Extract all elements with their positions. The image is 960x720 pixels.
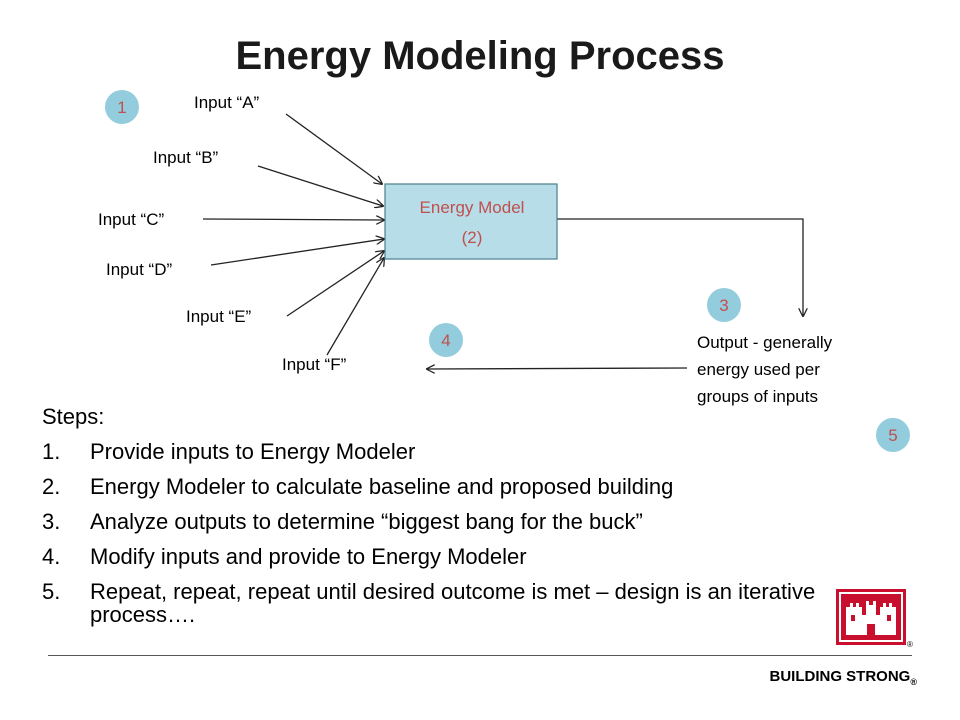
arrow-output	[557, 218, 803, 316]
arrow-input-b	[257, 165, 383, 206]
list-item: 4. Modify inputs and provide to Energy Mo…	[42, 545, 822, 568]
input-label-f: Input “F”	[282, 355, 347, 374]
footer-registered-mark: ®	[910, 677, 917, 687]
step-text: Repeat, repeat, repeat until desired out…	[90, 579, 816, 627]
arrow-input-e	[286, 251, 384, 317]
step-badge-4	[429, 323, 463, 357]
step-badge-1-label: 1	[117, 98, 126, 117]
footer-brand-text: BUILDING STRONG	[769, 668, 911, 685]
output-text-line-2: energy used per	[697, 360, 820, 379]
steps-list: 1. Provide inputs to Energy Modeler 2. Ene…	[42, 440, 822, 638]
step-badge-3	[707, 288, 741, 322]
output-text-line-1: Output - generally	[697, 333, 833, 352]
step-badge-3-label: 3	[719, 296, 728, 315]
step-number: 4.	[42, 544, 61, 569]
energy-model-box	[384, 183, 558, 260]
castle-icon: ®	[836, 589, 913, 649]
step-text: Modify inputs and provide to Energy Mode…	[90, 544, 527, 569]
arrow-input-d	[210, 239, 384, 266]
step-text: Provide inputs to Energy Modeler	[90, 439, 416, 464]
page-title: Energy Modeling Process	[235, 34, 725, 78]
step-badge-5-circle	[876, 418, 910, 452]
input-label-a: Input “A”	[194, 93, 260, 112]
step-text: Energy Modeler to calculate baseline and…	[90, 474, 674, 499]
energy-model-step: (2)	[462, 228, 483, 247]
logo-registered-mark: ®	[907, 640, 913, 649]
step-badge-4-label: 4	[441, 331, 450, 350]
footer-brand: BUILDING STRONG®	[770, 668, 917, 687]
list-item: 1. Provide inputs to Energy Modeler	[42, 440, 822, 463]
arrow-input-f	[326, 258, 384, 356]
step-badge-1	[105, 90, 139, 124]
step-number: 1.	[42, 439, 61, 464]
input-label-c: Input “C”	[98, 210, 164, 229]
step-text: Analyze outputs to determine “biggest ba…	[90, 509, 643, 534]
input-label-d: Input “D”	[106, 260, 172, 279]
input-label-b: Input “B”	[153, 148, 219, 167]
arrow-input-a	[285, 113, 382, 184]
step-number: 3.	[42, 509, 61, 534]
footer-divider	[48, 655, 912, 656]
process-diagram: Energy Model (2) Input “A” Input “B” Inp…	[98, 90, 901, 420]
steps-heading: Steps:	[42, 404, 105, 429]
arrow-input-c	[202, 219, 384, 220]
list-item: 5. Repeat, repeat, repeat until desired o…	[42, 580, 822, 626]
input-label-e: Input “E”	[186, 307, 252, 326]
list-item: 2. Energy Modeler to calculate baseline a…	[42, 475, 822, 498]
energy-model-label: Energy Model	[420, 198, 525, 217]
arrow-feedback	[427, 368, 688, 369]
step-number: 5.	[42, 579, 61, 604]
step-badge-5-label: 5	[888, 426, 897, 445]
output-text-line-3: groups of inputs	[697, 387, 818, 406]
step-number: 2.	[42, 474, 61, 499]
list-item: 3. Analyze outputs to determine “biggest …	[42, 510, 822, 533]
step-badge-5-wrap: 5	[876, 418, 910, 452]
